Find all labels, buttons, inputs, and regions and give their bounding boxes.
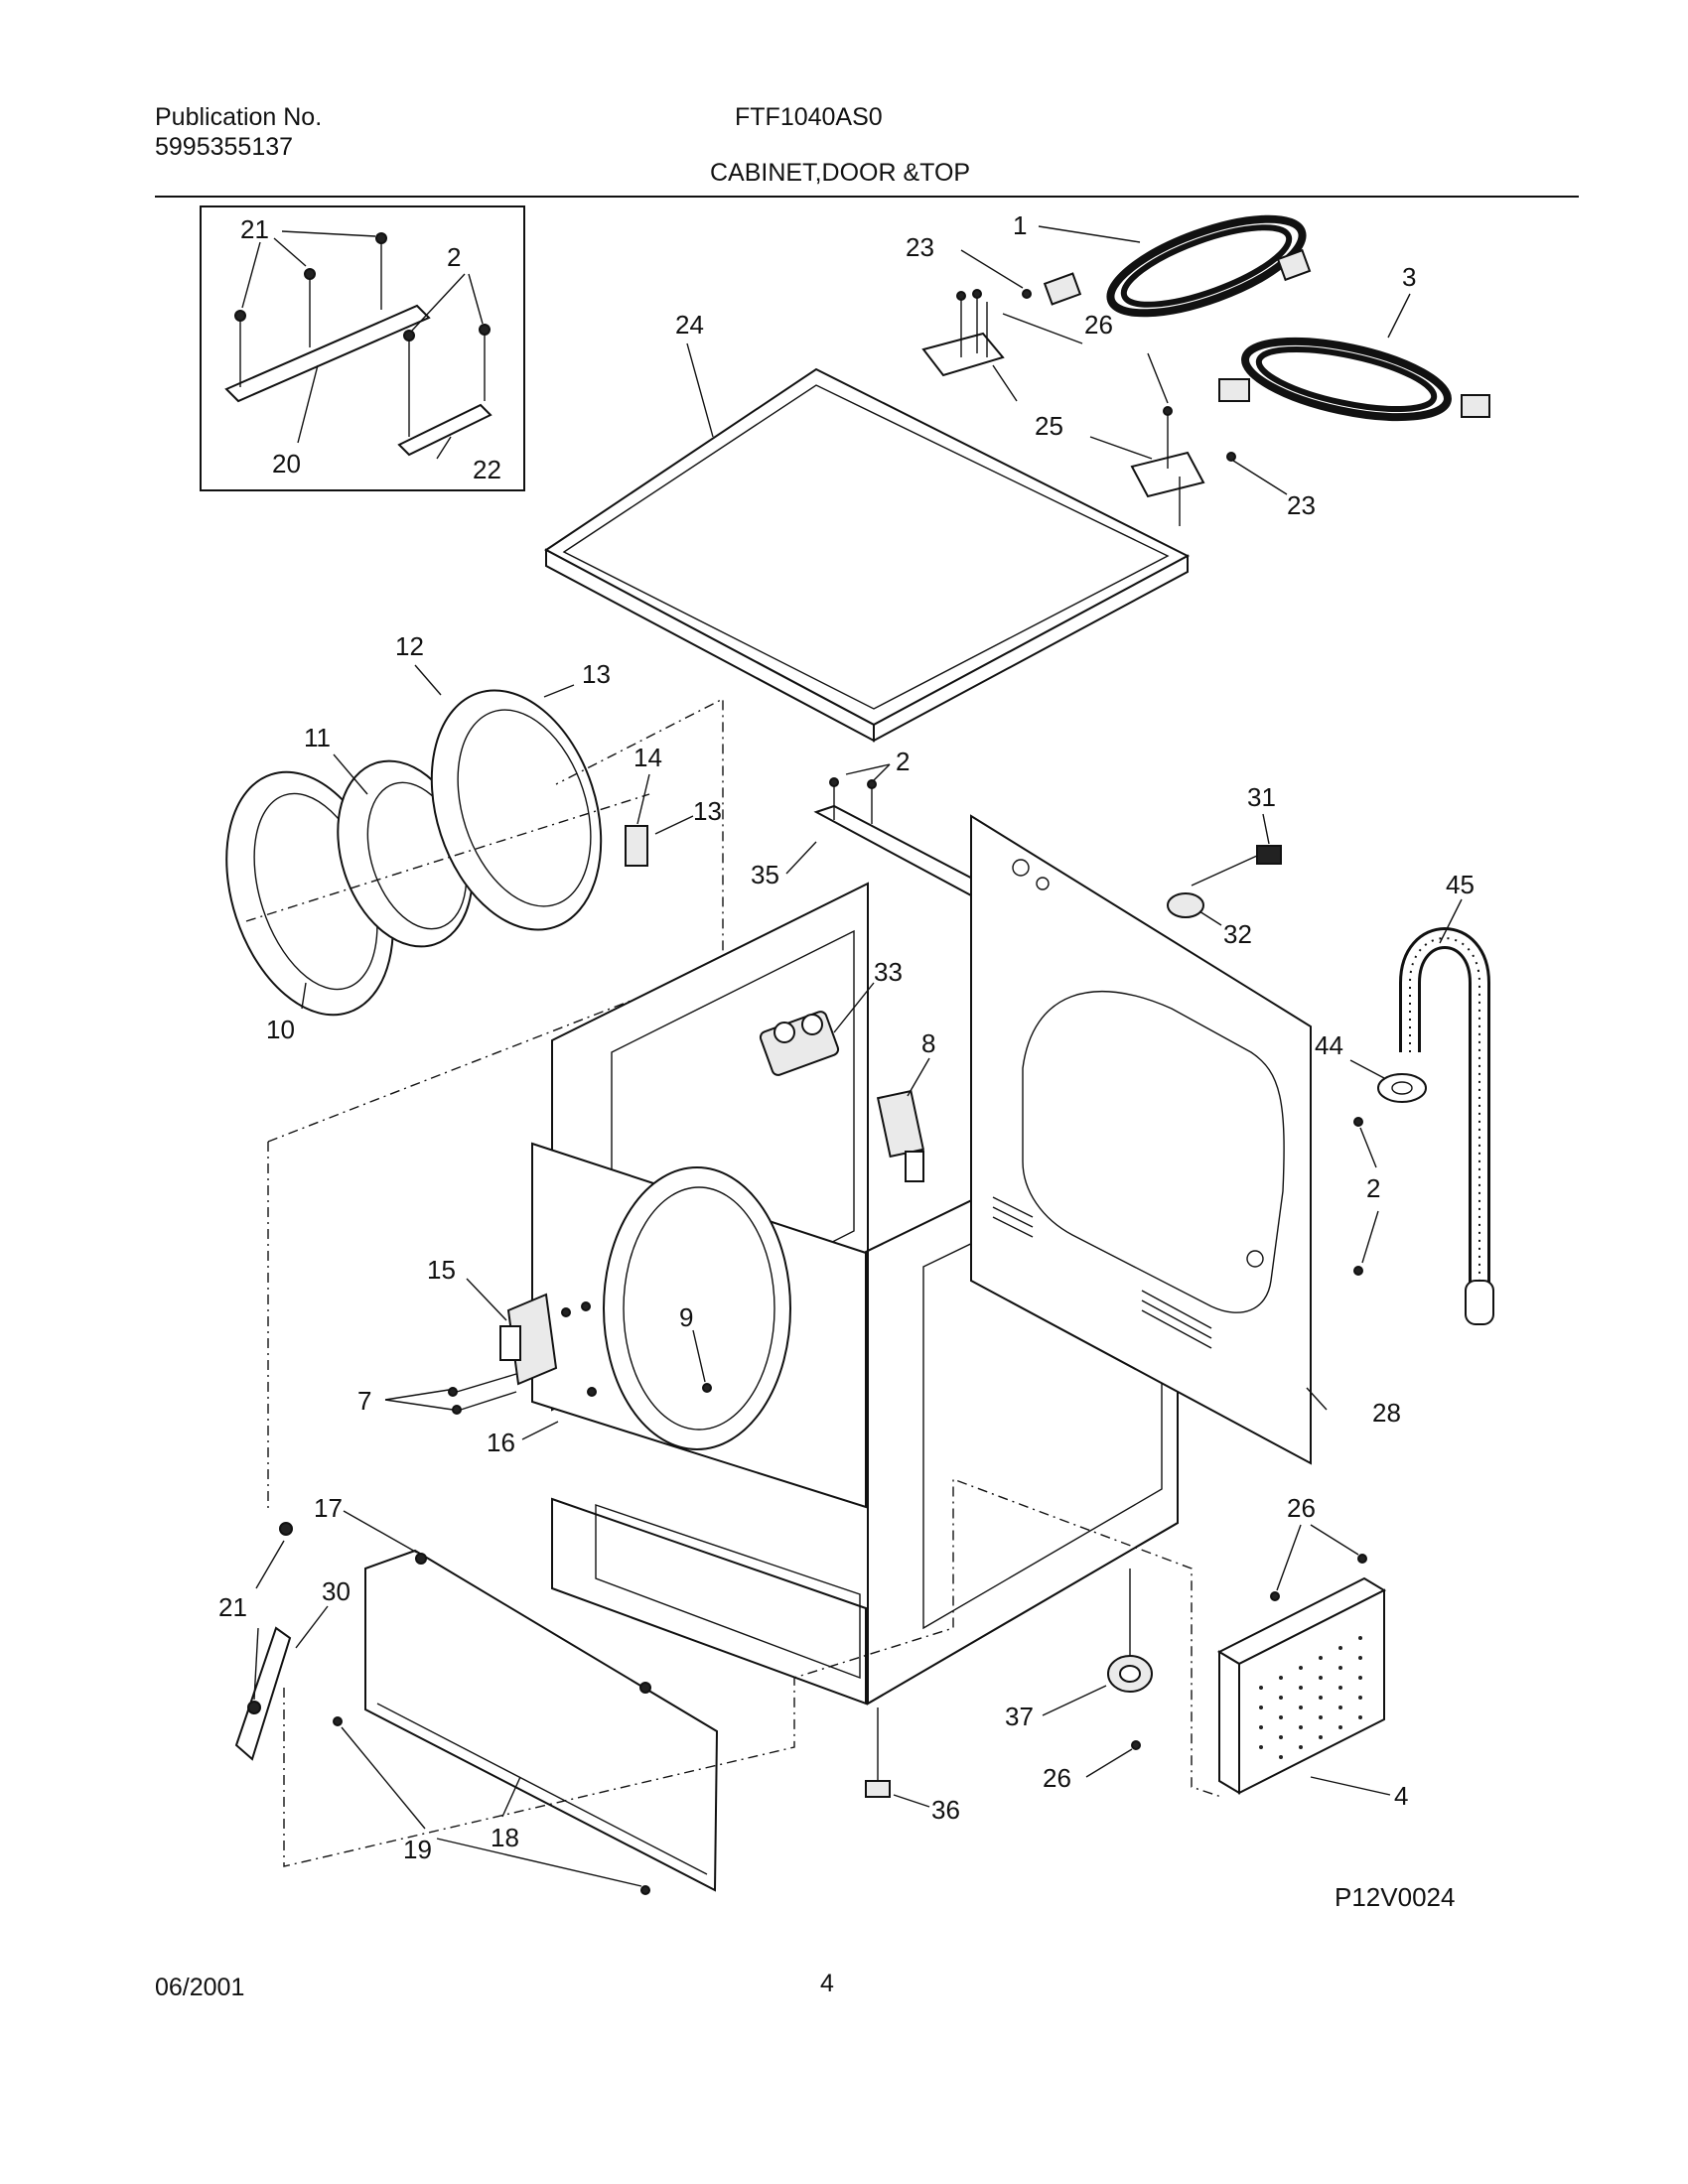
screws-7 <box>448 1301 597 1415</box>
bracket-part-22 <box>397 403 492 457</box>
hinge-15 <box>499 1293 558 1386</box>
section-title: CABINET,DOOR &TOP <box>710 159 971 187</box>
door-lock-8 <box>876 1089 925 1182</box>
publication-label: Publication No. <box>155 103 323 131</box>
callout-19: 19 <box>403 1835 432 1864</box>
callout-9: 9 <box>679 1302 693 1332</box>
cover-perforations <box>1259 1636 1362 1759</box>
callout-28: 28 <box>1372 1398 1401 1428</box>
callout-21-lower: 21 <box>218 1592 247 1622</box>
hose-bracket-25-upper <box>921 289 1032 377</box>
inset-screws <box>234 232 491 437</box>
callout-22: 22 <box>473 455 501 484</box>
callout-31: 31 <box>1247 782 1276 812</box>
callout-1: 1 <box>1013 210 1027 240</box>
callout-23: 23 <box>906 232 934 262</box>
callout-2-right: 2 <box>1366 1173 1380 1203</box>
publication-number: 5995355137 <box>155 133 294 161</box>
callout-17: 17 <box>314 1493 343 1523</box>
callout-26: 26 <box>1084 310 1113 340</box>
callout-21: 21 <box>240 214 269 244</box>
callout-26-cover: 26 <box>1287 1493 1316 1523</box>
callout-30: 30 <box>322 1576 351 1606</box>
harness-clip-31 <box>1191 845 1282 887</box>
cover-4 <box>1216 1554 1387 1795</box>
callout-44: 44 <box>1315 1030 1343 1060</box>
bracket-30 <box>234 1522 293 1761</box>
callout-26-pump: 26 <box>1043 1763 1071 1793</box>
callout-37: 37 <box>1005 1702 1034 1731</box>
callout-23-lower: 23 <box>1287 490 1316 520</box>
hose-bracket-25-lower <box>1130 406 1236 526</box>
rear-panel-28 <box>970 814 1312 1465</box>
callout-32: 32 <box>1223 919 1252 949</box>
callout-2-top: 2 <box>896 747 910 776</box>
door-hinge-14 <box>625 825 648 867</box>
callout-16: 16 <box>487 1428 515 1457</box>
water-valve-33 <box>759 1011 840 1076</box>
callout-24: 24 <box>675 310 704 340</box>
leveling-foot-36 <box>865 1707 891 1798</box>
inset-panel: 21 2 20 22 <box>200 205 525 491</box>
toe-panel-18 <box>364 1549 719 1892</box>
callout-25: 25 <box>1035 411 1063 441</box>
callout-35: 35 <box>751 860 779 889</box>
door-inner-frame-12 <box>430 689 603 931</box>
publication-date: 06/2001 <box>155 1974 245 2001</box>
pressure-switch-32 <box>1167 892 1204 918</box>
callout-4: 4 <box>1394 1781 1408 1811</box>
page-number: 4 <box>820 1970 834 1997</box>
callout-36: 36 <box>931 1795 960 1825</box>
inlet-hose-3 <box>1218 337 1490 422</box>
callout-15: 15 <box>427 1255 456 1285</box>
cabinet-base <box>551 1497 867 1706</box>
callout-3: 3 <box>1402 262 1416 292</box>
callout-8: 8 <box>921 1028 935 1058</box>
callout-14: 14 <box>633 743 662 772</box>
inlet-hose-1 <box>1043 214 1312 318</box>
drain-hose-45 <box>1399 927 1494 1325</box>
rear-panel-vents <box>992 1196 1212 1349</box>
front-door-opening <box>603 1166 791 1450</box>
callout-18: 18 <box>491 1823 519 1852</box>
gasket-44 <box>1377 1073 1427 1103</box>
callout-11: 11 <box>304 723 331 752</box>
pump-37 <box>1107 1569 1153 1693</box>
top-panel-24 <box>544 367 1191 743</box>
door-assembly <box>225 689 724 1143</box>
callout-13-hinge: 13 <box>693 796 722 826</box>
callout-45: 45 <box>1446 870 1475 899</box>
callout-7: 7 <box>357 1386 371 1416</box>
callout-2: 2 <box>447 242 461 272</box>
callout-13: 13 <box>582 659 611 689</box>
callout-33: 33 <box>874 957 903 987</box>
drawing-code: P12V0024 <box>1335 1882 1456 1912</box>
callout-10: 10 <box>266 1015 295 1044</box>
bracket-part-20 <box>224 304 431 403</box>
callout-12: 12 <box>395 631 424 661</box>
callout-20: 20 <box>272 449 301 478</box>
model-number: FTF1040AS0 <box>735 103 883 131</box>
